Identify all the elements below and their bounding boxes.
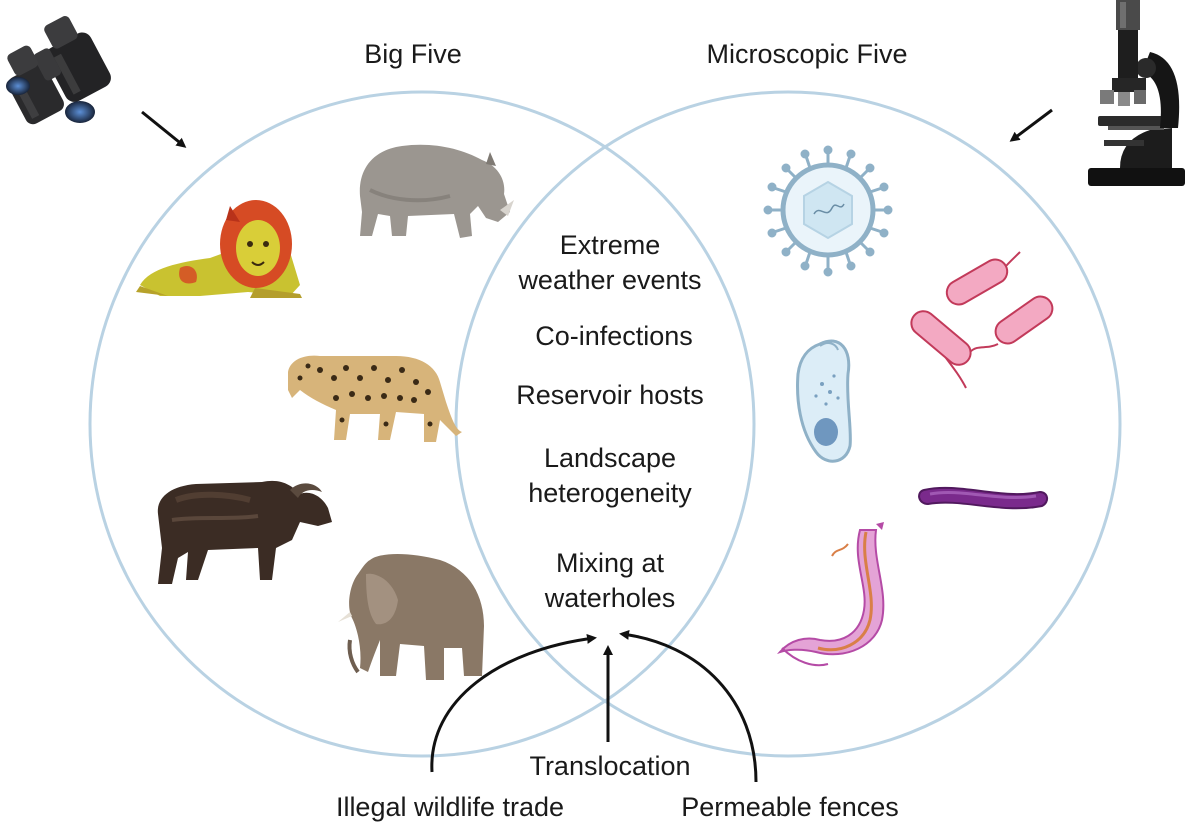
lion-icon: [136, 200, 302, 298]
driver-label-illegal-wildlife-trade: Illegal wildlife trade: [335, 792, 565, 822]
binoculars-icon: [6, 16, 111, 125]
overlap-item-landscape-heterogeneity: Landscape heterogeneity: [528, 443, 692, 508]
protozoan-icon: [796, 339, 852, 463]
illegal-wildlife-trade-arrow: [430, 633, 597, 773]
overlap-item-co-infections: Co-infections: [535, 321, 693, 351]
buffalo-icon: [157, 480, 332, 584]
microscopic-five-title: Microscopic Five: [706, 39, 908, 69]
microscope-icon: [1088, 0, 1185, 186]
elephant-icon: [338, 554, 484, 680]
driver-label-permeable-fences: Permeable fences: [681, 792, 899, 822]
overlap-item-reservoir-hosts: Reservoir hosts: [516, 380, 704, 410]
binoculars-arrow: [141, 110, 187, 148]
microscope-arrow: [1009, 108, 1053, 142]
big-five-title: Big Five: [364, 39, 462, 69]
virus-icon: [763, 145, 893, 277]
leopard-icon: [288, 355, 462, 442]
bacteria-icon: [910, 251, 1054, 389]
overlap-item-extreme-weather: Extreme weather events: [518, 230, 702, 295]
permeable-fences-arrow: [619, 629, 758, 783]
rhinoceros-icon: [359, 144, 514, 238]
big-five-circle: [88, 90, 756, 758]
trypanosome-icon: [776, 522, 885, 667]
driver-label-translocation: Translocation: [529, 751, 691, 781]
overlap-item-mixing-at-waterholes: Mixing at waterholes: [544, 548, 676, 613]
microscopic-five-circle: [454, 90, 1122, 758]
rod-bacterium-icon: [918, 486, 1048, 510]
